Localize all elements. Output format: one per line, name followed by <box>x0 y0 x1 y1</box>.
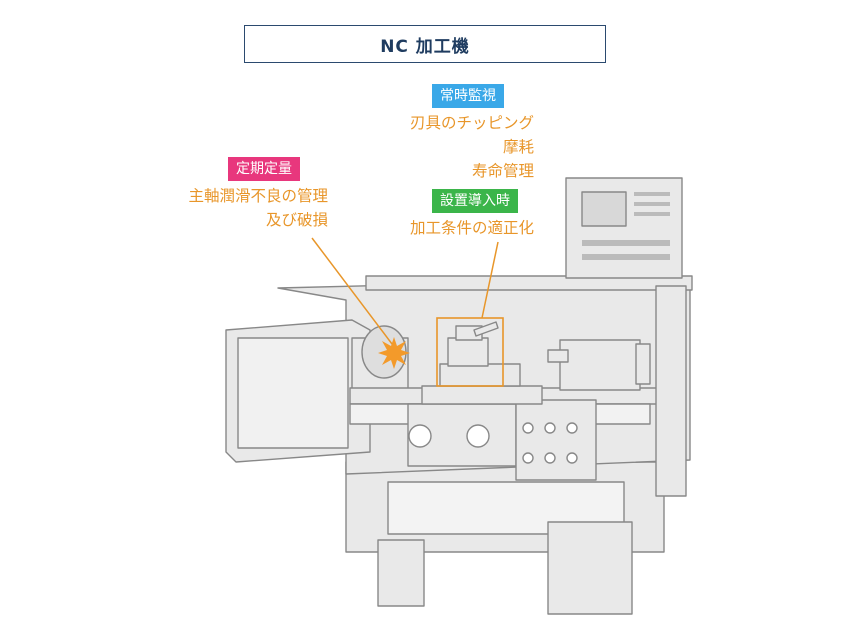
knob-4 <box>522 452 534 464</box>
page-title: NC 加工機 <box>244 25 606 63</box>
control-box <box>515 399 597 481</box>
tool-handle <box>473 321 499 337</box>
tag-constant: 常時監視 <box>432 84 504 108</box>
note-constant: 刃具のチッピング 摩耗 寿命管理 <box>410 111 534 183</box>
knob-5 <box>544 452 556 464</box>
tag-install: 設置導入時 <box>432 189 518 213</box>
top-rail <box>365 275 693 291</box>
page-title-text: NC 加工機 <box>380 36 470 57</box>
tailstock <box>559 339 641 391</box>
panel-key-row-2 <box>634 202 670 206</box>
note-install-line-1: 加工条件の適正化 <box>409 219 534 237</box>
apron-wheel-right <box>466 424 490 448</box>
tag-periodic: 定期定量 <box>228 157 300 181</box>
note-periodic-line-2: 及び破損 <box>265 211 328 229</box>
note-constant-line-3: 寿命管理 <box>471 162 534 180</box>
tailstock-quill <box>547 349 569 363</box>
panel-key-row-5 <box>582 254 670 260</box>
knob-2 <box>544 422 556 434</box>
control-screen <box>581 191 627 227</box>
panel-key-row-3 <box>634 212 670 216</box>
spark-burst-icon <box>378 337 410 369</box>
right-leg <box>547 521 633 615</box>
note-periodic-line-1: 主軸潤滑不良の管理 <box>188 187 328 205</box>
knob-1 <box>522 422 534 434</box>
tool-post <box>447 337 489 367</box>
tailstock-wheel <box>635 343 651 385</box>
panel-key-row-4 <box>582 240 670 246</box>
apron-wheel-left <box>408 424 432 448</box>
note-install: 加工条件の適正化 <box>410 216 534 240</box>
leader-install <box>481 241 499 319</box>
panel-key-row-1 <box>634 192 670 196</box>
leader-periodic <box>311 237 393 345</box>
note-constant-line-2: 摩耗 <box>502 138 534 156</box>
right-column <box>655 285 687 497</box>
left-leg <box>377 539 425 607</box>
knob-6 <box>566 452 578 464</box>
note-constant-line-1: 刃具のチッピング <box>409 114 534 132</box>
knob-3 <box>566 422 578 434</box>
note-periodic: 主軸潤滑不良の管理 及び破損 <box>188 184 328 232</box>
headstock-face <box>237 337 349 449</box>
tool-highlight-frame <box>436 317 504 387</box>
carriage <box>421 385 543 405</box>
cross-slide <box>439 363 521 387</box>
